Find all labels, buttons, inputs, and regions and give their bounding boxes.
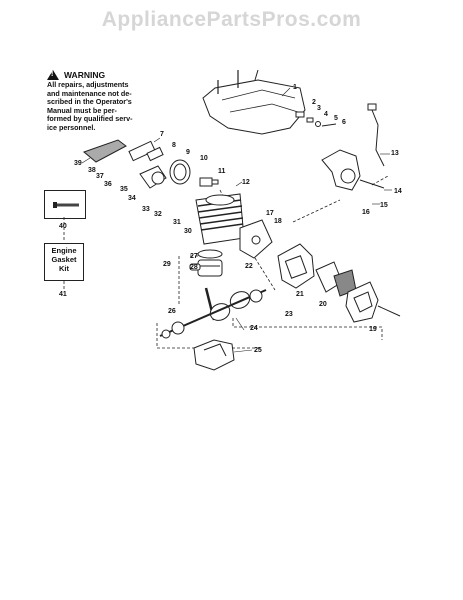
callout-21: 21 bbox=[296, 291, 304, 298]
callout-35: 35 bbox=[120, 186, 128, 193]
callout-29: 29 bbox=[163, 261, 171, 268]
callout-32: 32 bbox=[154, 211, 162, 218]
callout-20: 20 bbox=[319, 301, 327, 308]
callout-40: 40 bbox=[59, 223, 67, 230]
ignition-module[interactable] bbox=[321, 149, 385, 191]
warning-line: ice personnel. bbox=[47, 122, 96, 132]
front-handle-assembly[interactable] bbox=[83, 139, 167, 189]
warning-line: All repairs, adjustments bbox=[47, 80, 129, 89]
crankshaft[interactable] bbox=[159, 287, 267, 339]
callout-23: 23 bbox=[285, 311, 293, 318]
callout-24: 24 bbox=[250, 325, 258, 332]
callout-6: 6 bbox=[342, 119, 346, 126]
callout-30: 30 bbox=[184, 228, 192, 235]
callout-27: 27 bbox=[190, 253, 198, 260]
callout-4: 4 bbox=[324, 111, 328, 118]
leader-lines bbox=[81, 87, 392, 353]
callout-39: 39 bbox=[74, 160, 82, 167]
callout-14: 14 bbox=[394, 188, 402, 195]
screw-icon bbox=[53, 202, 79, 208]
warning-title: WARNING bbox=[64, 69, 106, 80]
callout-10: 10 bbox=[200, 155, 208, 162]
callout-37: 37 bbox=[96, 173, 104, 180]
callout-12: 12 bbox=[242, 179, 250, 186]
callout-28: 28 bbox=[190, 264, 198, 271]
callout-36: 36 bbox=[104, 181, 112, 188]
callout-33: 33 bbox=[142, 206, 150, 213]
callout-41: 41 bbox=[59, 291, 67, 298]
callout-5: 5 bbox=[334, 115, 338, 122]
air-filter-gasket[interactable] bbox=[169, 159, 191, 185]
callout-labels: 1 2 3 4 5 6 7 8 9 10 11 12 13 14 15 16 1… bbox=[59, 84, 402, 354]
small-parts-2-6[interactable] bbox=[295, 111, 337, 127]
callout-16: 16 bbox=[362, 209, 370, 216]
intake-boot[interactable] bbox=[239, 219, 273, 259]
callout-3: 3 bbox=[317, 105, 321, 112]
kit-label-line: Kit bbox=[59, 264, 69, 273]
callout-31: 31 bbox=[173, 219, 181, 226]
crankcase-half[interactable] bbox=[193, 339, 235, 371]
callout-2: 2 bbox=[312, 99, 316, 106]
warning-triangle-icon bbox=[47, 70, 59, 80]
callout-8: 8 bbox=[172, 142, 176, 149]
warning-line: scribed in the Operator's bbox=[47, 97, 132, 107]
kit-label-line: Engine bbox=[51, 246, 77, 255]
air-filter[interactable] bbox=[345, 281, 401, 323]
callout-18: 18 bbox=[274, 218, 282, 225]
callout-11: 11 bbox=[218, 168, 226, 175]
callout-34: 34 bbox=[128, 195, 136, 202]
top-cover[interactable] bbox=[202, 69, 306, 135]
callout-25: 25 bbox=[254, 347, 262, 354]
callout-26: 26 bbox=[168, 308, 176, 315]
cylinder[interactable] bbox=[195, 193, 245, 245]
kit-label-line: Gasket bbox=[51, 255, 77, 264]
warning-notice: WARNING All repairs, adjustments and mai… bbox=[47, 70, 165, 133]
callout-22: 22 bbox=[245, 263, 253, 270]
callout-1: 1 bbox=[293, 84, 297, 91]
carburetor[interactable] bbox=[315, 261, 357, 297]
ignition-wire[interactable] bbox=[367, 103, 385, 167]
piston[interactable] bbox=[189, 249, 223, 277]
callout-7: 7 bbox=[160, 131, 164, 138]
warning-line: and maintenance not de- bbox=[47, 88, 132, 98]
spark-plug[interactable] bbox=[199, 177, 219, 187]
warning-line: formed by qualified serv- bbox=[47, 114, 133, 124]
engine-gasket-kit-box[interactable]: Engine Gasket Kit bbox=[44, 243, 84, 281]
warning-title-row: WARNING bbox=[47, 70, 165, 80]
carburetor-box[interactable] bbox=[277, 243, 315, 289]
callout-19: 19 bbox=[369, 326, 377, 333]
callout-13: 13 bbox=[391, 150, 399, 157]
callout-17: 17 bbox=[266, 210, 274, 217]
callout-15: 15 bbox=[380, 202, 388, 209]
part-40-box[interactable] bbox=[44, 190, 86, 219]
watermark: AppliancePartsPros.com bbox=[101, 8, 362, 31]
warning-line: Manual must be per- bbox=[47, 105, 117, 115]
callout-38: 38 bbox=[88, 167, 96, 174]
callout-9: 9 bbox=[186, 149, 190, 156]
